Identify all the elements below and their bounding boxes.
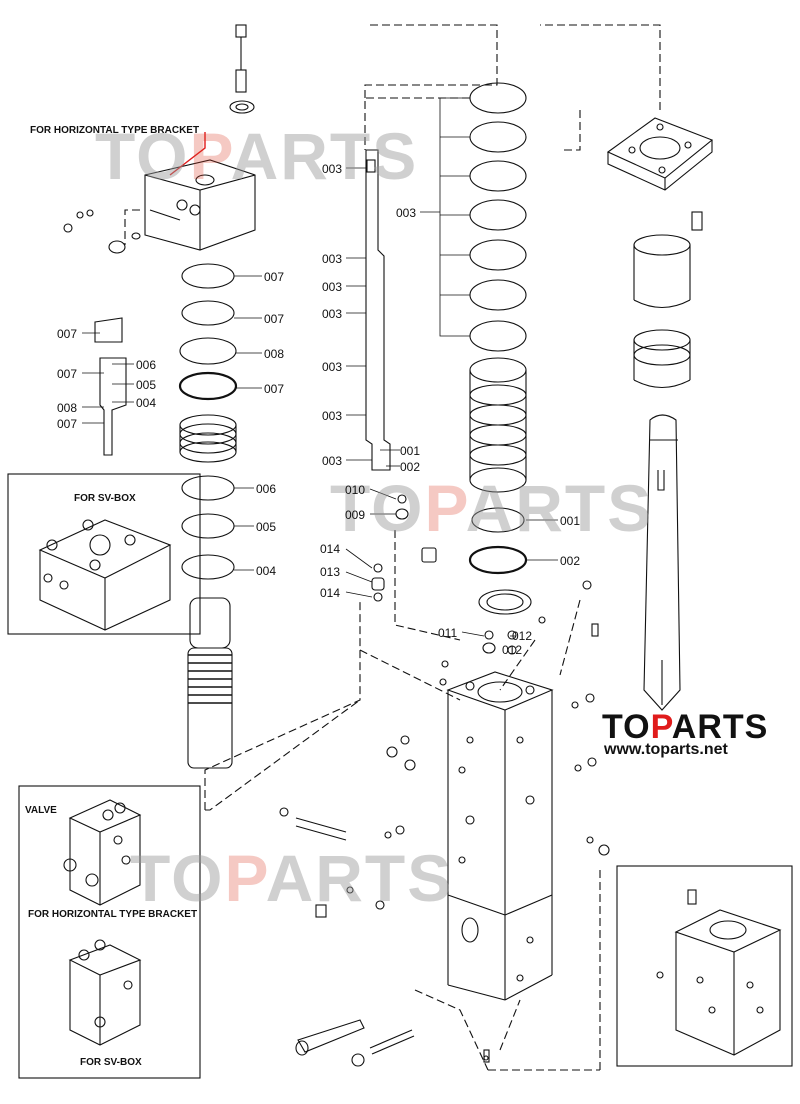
left-gasket-strip: [94, 317, 127, 456]
part-label: 007: [264, 312, 285, 326]
part-label: 006: [136, 358, 157, 372]
front-bushing: [633, 234, 691, 389]
part-label: 002: [400, 460, 421, 474]
caption-valve: VALVE: [25, 805, 57, 816]
inset-box-body: [616, 865, 793, 1067]
inset-box-valve: [18, 785, 201, 1079]
part-label: 001: [560, 514, 581, 528]
part-label: 004: [136, 396, 157, 410]
inset-box-sv: [7, 473, 201, 635]
part-label: 001: [400, 444, 421, 458]
part-label: 003: [322, 162, 343, 176]
part-label: 004: [256, 564, 277, 578]
horizontal-bracket-valve-block: [63, 159, 256, 254]
part-label: 003: [322, 409, 343, 423]
part-label: 007: [57, 327, 78, 341]
part-label: 007: [264, 382, 285, 396]
part-label: 012: [502, 643, 523, 657]
main-body: [446, 671, 554, 1063]
ring-001: [471, 507, 525, 533]
piston: [187, 597, 233, 769]
part-label: 003: [322, 307, 343, 321]
part-label: 007: [57, 367, 78, 381]
part-label: 006: [256, 482, 277, 496]
part-label: 007: [264, 270, 285, 284]
watermark-top: TOPARTS: [95, 119, 419, 193]
assembly-dash-lines: [124, 24, 661, 1071]
sv-box-block: [38, 519, 172, 631]
side-bolts: [279, 580, 610, 982]
part-label: 002: [560, 554, 581, 568]
top-plate: [606, 117, 714, 231]
seal-ring-stack: [469, 82, 527, 352]
part-label: 003: [322, 280, 343, 294]
caption-sv-box-top: FOR SV-BOX: [74, 493, 136, 504]
part-label: 008: [57, 401, 78, 415]
bottom-pins: [295, 1019, 415, 1067]
valve-inset-block: [63, 799, 142, 906]
part-label: 008: [264, 347, 285, 361]
red-pointer-mark: [169, 132, 206, 176]
caption-horizontal-bracket-bottom: FOR HORIZONTAL TYPE BRACKET: [28, 909, 198, 920]
small-fittings: [371, 494, 517, 655]
brand-logo: TOPARTS: [602, 708, 769, 746]
part-label: 009: [345, 508, 366, 522]
leader-lines: [82, 97, 558, 637]
part-label: 011: [438, 626, 458, 640]
part-label: 003: [322, 252, 343, 266]
top-rod-assembly: [229, 24, 255, 114]
bottom-seal: [478, 589, 532, 615]
part-label: 014: [320, 542, 341, 556]
part-label: 010: [345, 483, 366, 497]
left-ring-stack: [178, 263, 238, 580]
cylinder-sleeve: [469, 357, 527, 493]
part-label: 013: [320, 565, 341, 579]
part-label: 003: [322, 360, 343, 374]
part-label: 007: [57, 417, 78, 431]
svbox-inset-block: [68, 939, 142, 1046]
part-label: 003: [322, 454, 343, 468]
chisel: [643, 414, 681, 711]
part-label: 005: [136, 378, 157, 392]
center-gasket-strip: [365, 149, 391, 471]
part-label: 014: [320, 586, 341, 600]
part-label: 003: [396, 206, 417, 220]
body-inset-block: [656, 889, 782, 1056]
caption-sv-box-bottom: FOR SV-BOX: [80, 1057, 142, 1068]
caption-horizontal-bracket-top: FOR HORIZONTAL TYPE BRACKET: [30, 125, 200, 136]
ring-002: [468, 545, 528, 575]
part-label: 005: [256, 520, 277, 534]
watermark-middle: TOPARTS: [330, 471, 654, 545]
left-bushing: [179, 414, 237, 463]
watermark-bottom: TOPARTS: [130, 841, 454, 915]
brand-url: www.toparts.net: [604, 741, 728, 758]
part-label: 012: [512, 629, 533, 643]
